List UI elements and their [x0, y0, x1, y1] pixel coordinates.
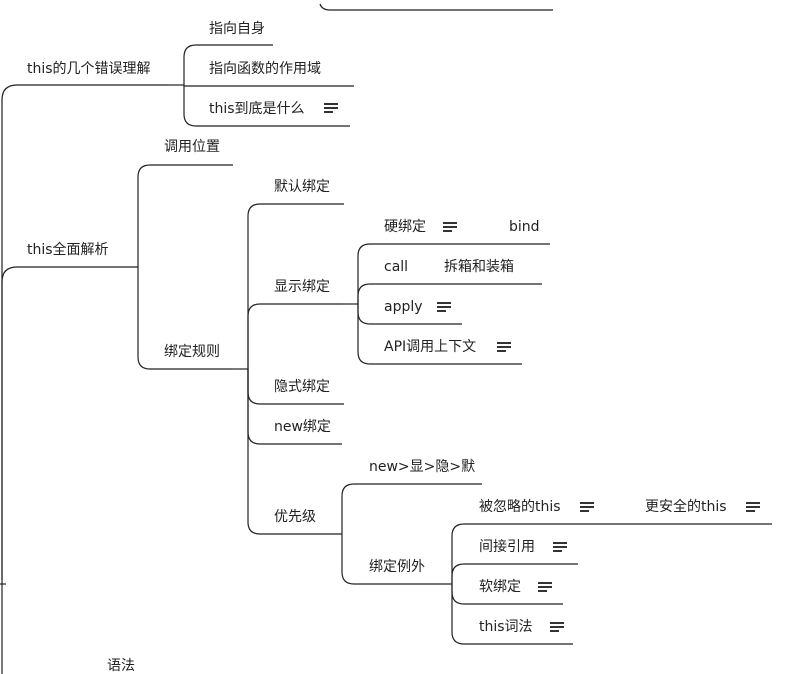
node-bind[interactable]: bind [509, 219, 540, 235]
node-apply[interactable]: apply [384, 299, 423, 315]
note-lines-icon[interactable] [746, 502, 760, 512]
node-hard-binding[interactable]: 硬绑定 [384, 219, 426, 235]
node-explicit-binding[interactable]: 显示绑定 [274, 279, 330, 295]
note-lines-icon[interactable] [443, 222, 457, 232]
node-this-analysis[interactable]: this全面解析 [27, 242, 109, 258]
node-default-binding[interactable]: 默认绑定 [274, 179, 330, 195]
node-priority-order[interactable]: new>显>隐>默 [369, 459, 476, 475]
node-what-is-this[interactable]: this到底是什么 [209, 101, 305, 117]
node-indirect-reference[interactable]: 间接引用 [479, 539, 535, 555]
node-this-misunderstand[interactable]: this的几个错误理解 [27, 61, 151, 77]
node-call[interactable]: call [384, 259, 409, 275]
node-call-site[interactable]: 调用位置 [164, 139, 220, 155]
node-priority[interactable]: 优先级 [274, 509, 316, 525]
node-binding-exceptions[interactable]: 绑定例外 [369, 559, 425, 575]
note-lines-icon[interactable] [437, 302, 451, 312]
node-soft-binding[interactable]: 软绑定 [479, 579, 521, 595]
note-lines-icon[interactable] [580, 502, 594, 512]
node-new-binding[interactable]: new绑定 [274, 419, 331, 435]
node-boxing[interactable]: 拆箱和装箱 [444, 259, 514, 275]
node-binding-rules[interactable]: 绑定规则 [164, 344, 220, 360]
node-syntax[interactable]: 语法 [107, 658, 135, 674]
node-api-context[interactable]: API调用上下文 [384, 339, 477, 355]
node-safer-this[interactable]: 更安全的this [645, 499, 727, 515]
note-lines-icon[interactable] [497, 342, 511, 352]
node-points-to-scope[interactable]: 指向函数的作用域 [209, 61, 321, 77]
node-this-lexical[interactable]: this词法 [479, 619, 533, 635]
note-lines-icon[interactable] [324, 103, 338, 113]
node-implicit-binding[interactable]: 隐式绑定 [274, 379, 330, 395]
node-ignored-this[interactable]: 被忽略的this [479, 499, 561, 515]
node-points-to-self[interactable]: 指向自身 [209, 21, 265, 37]
note-lines-icon[interactable] [550, 622, 564, 632]
note-lines-icon[interactable] [538, 582, 552, 592]
note-lines-icon[interactable] [553, 542, 567, 552]
